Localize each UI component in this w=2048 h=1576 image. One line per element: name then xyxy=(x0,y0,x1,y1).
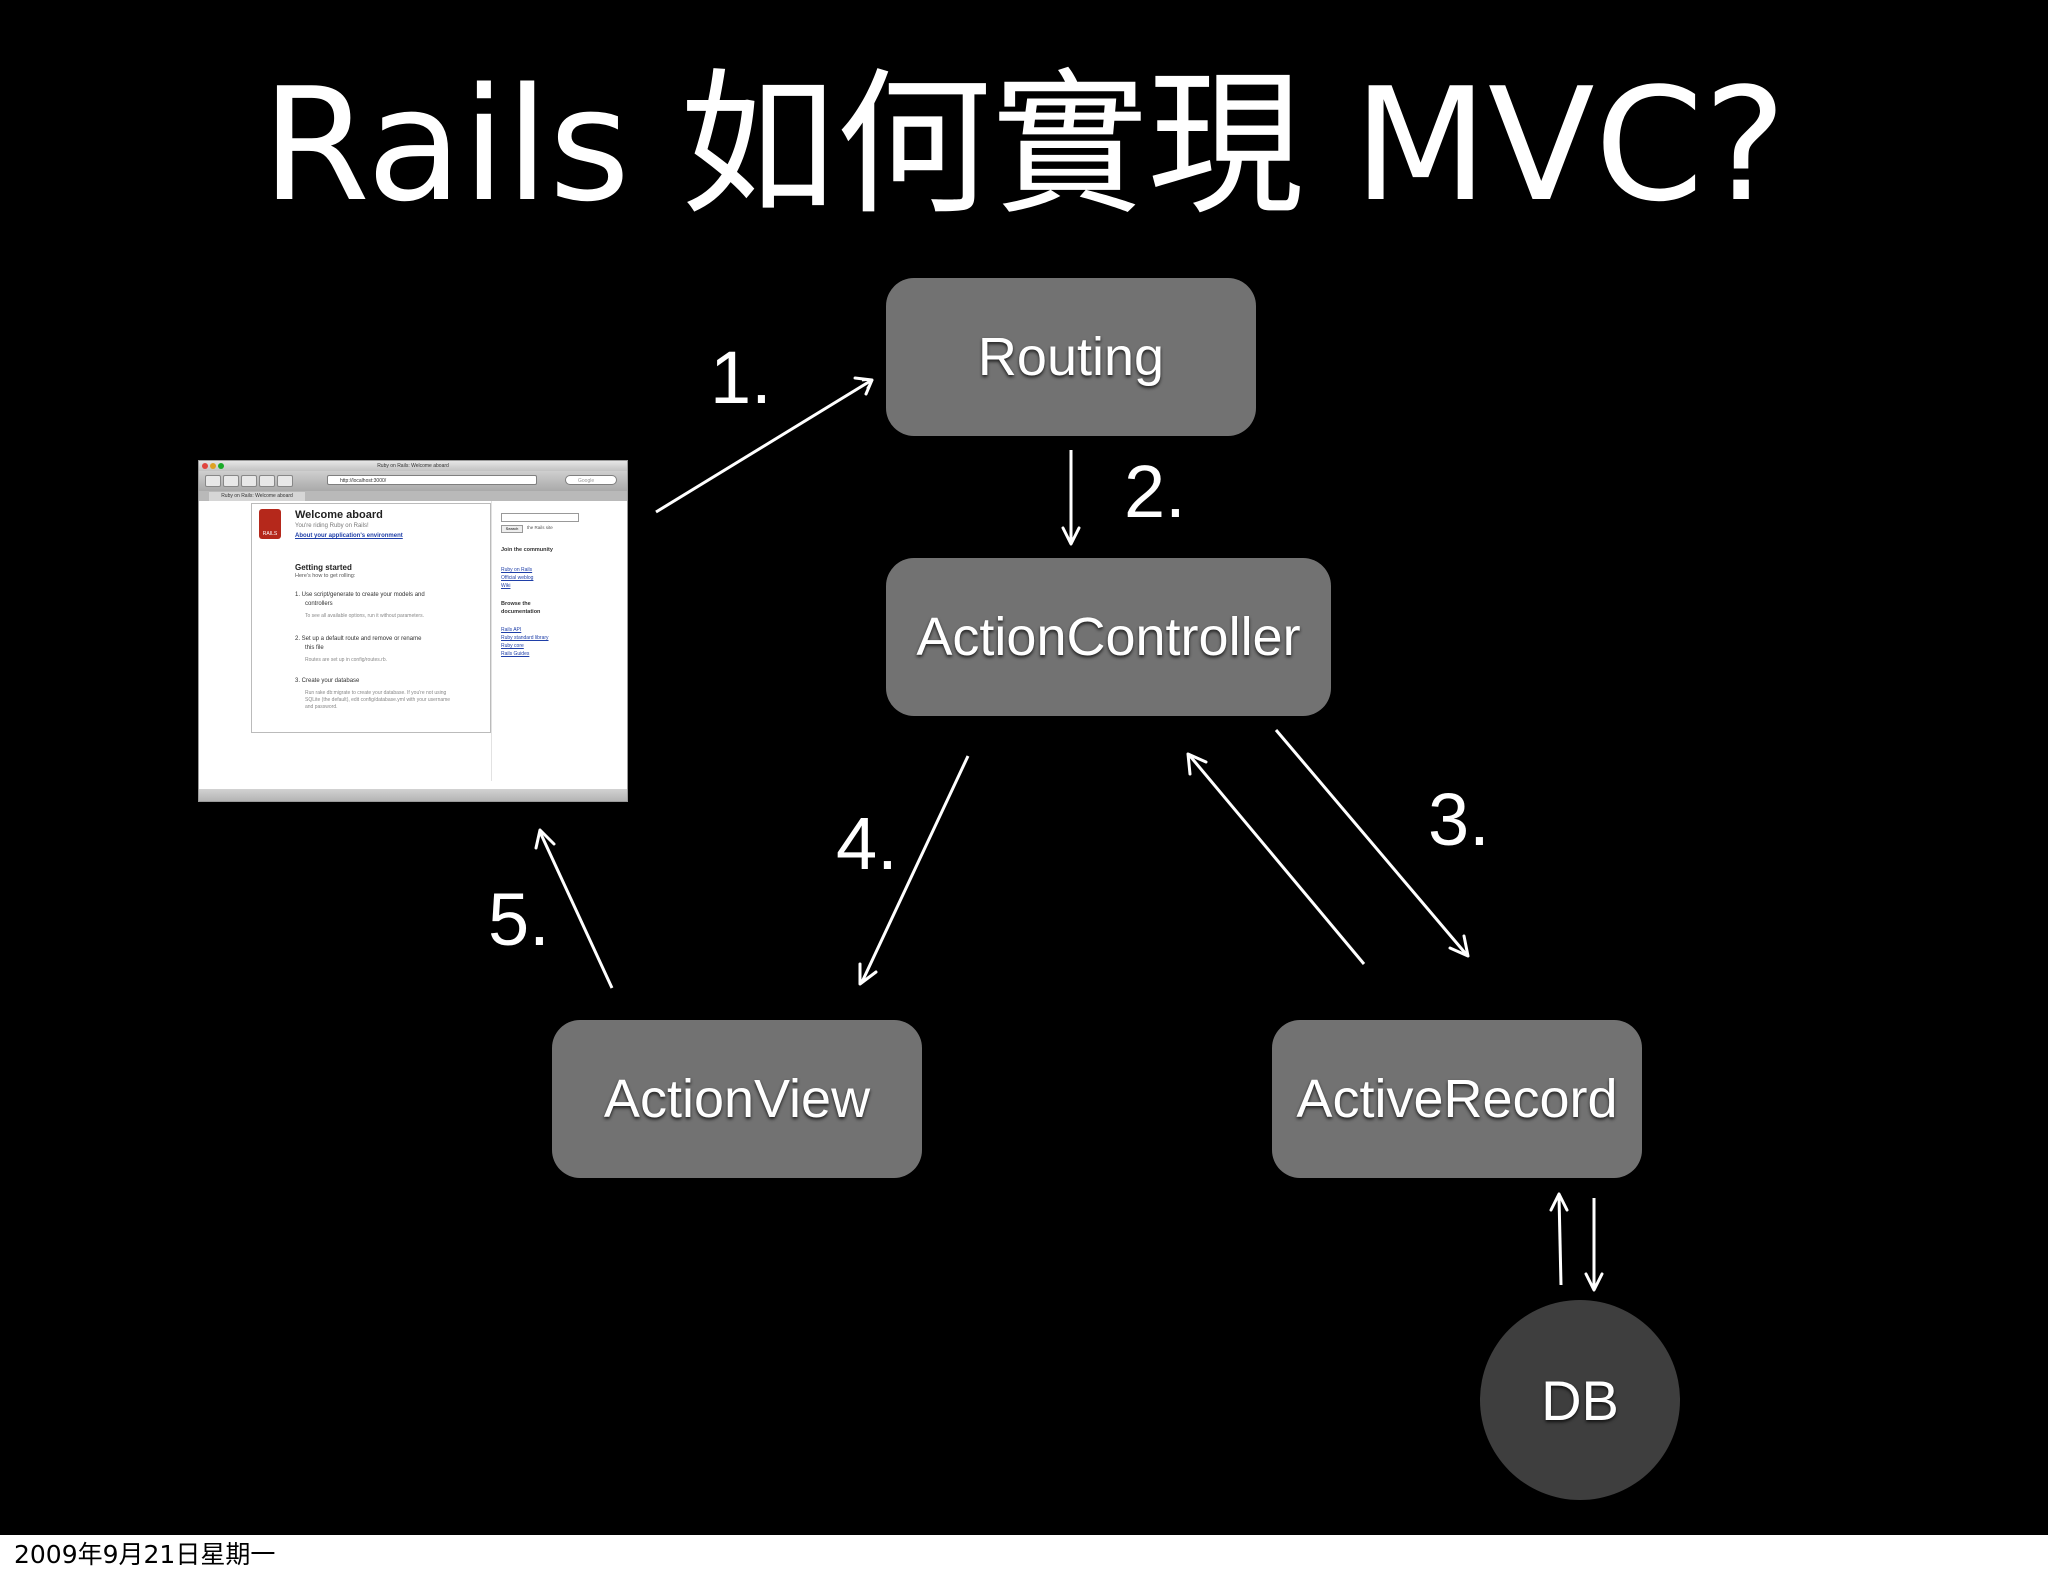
link-rails-guides: Rails Guides xyxy=(501,651,530,657)
browse-docs-heading-cont: documentation xyxy=(501,609,541,615)
browser-sidebar-divider xyxy=(491,501,492,781)
sidebar-search-input xyxy=(501,513,579,522)
arrow-controller-to-record xyxy=(1274,729,1468,955)
slide-canvas: Rails 如何實現 MVC? Ruby on Rails: Welcome a… xyxy=(0,0,2048,1535)
browse-docs-heading: Browse the xyxy=(501,601,531,607)
step1-title-cont: controllers xyxy=(305,601,333,607)
flow-arrows xyxy=(534,376,1604,1292)
arrow-browser-to-routing xyxy=(655,380,872,514)
link-rails-api: Rails API xyxy=(501,627,522,633)
step-label-3: 3. xyxy=(1428,778,1490,861)
link-ruby-stdlib: Ruby standard library xyxy=(501,635,549,641)
sidebar-search-button: Search xyxy=(501,525,523,533)
browser-tab: Ruby on Rails: Welcome aboard xyxy=(209,492,305,501)
action-view-label: ActionView xyxy=(603,1069,871,1129)
join-community-heading: Join the community xyxy=(501,547,553,553)
browser-titlebar xyxy=(199,461,627,471)
step3-detail-cont: SQLite (the default), edit config/databa… xyxy=(305,697,451,703)
step2-title-cont: this file xyxy=(305,645,324,651)
forward-button-icon xyxy=(223,475,239,487)
getting-started-heading: Getting started xyxy=(295,563,352,572)
browser-window-thumbnail: Ruby on Rails: Welcome aboard http://loc… xyxy=(198,460,628,802)
step-label-1: 1. xyxy=(710,336,772,419)
sidebar-search-label: the Rails site xyxy=(527,525,553,530)
bookmark-button-icon xyxy=(277,475,293,487)
arrowhead-view xyxy=(858,962,878,986)
arrow-controller-to-view xyxy=(860,755,970,983)
arrowhead-routing xyxy=(853,376,874,396)
arrowhead-controller-back xyxy=(1186,752,1208,776)
arrowhead-controller xyxy=(1061,526,1081,546)
browser-url-field: http://localhost:3000/ xyxy=(327,475,537,485)
browser-statusbar xyxy=(199,789,627,801)
minimize-dot-icon xyxy=(210,463,216,469)
browser-search-field: Google xyxy=(565,475,617,485)
step-label-2: 2. xyxy=(1124,450,1186,533)
reload-button-icon xyxy=(241,475,257,487)
welcome-heading: Welcome aboard xyxy=(295,509,383,521)
heres-how-text: Here's how to get rolling: xyxy=(295,573,356,579)
arrowhead-record-up xyxy=(1549,1192,1569,1212)
action-controller-label: ActionController xyxy=(916,607,1301,667)
link-ruby-core: Ruby core xyxy=(501,643,524,649)
step-label-5: 5. xyxy=(488,878,550,961)
routing-label: Routing xyxy=(977,327,1165,387)
step3-detail-cont2: and password. xyxy=(305,704,338,710)
link-official-weblog: Official weblog xyxy=(501,575,534,581)
action-controller-node: ActionController xyxy=(886,558,1331,716)
rails-logo-icon: RAILS xyxy=(259,509,281,539)
active-record-node: ActiveRecord xyxy=(1272,1020,1642,1178)
action-view-node: ActionView xyxy=(552,1020,922,1178)
step2-detail: Routes are set up in config/routes.rb. xyxy=(305,657,387,663)
db-node: DB xyxy=(1480,1300,1680,1500)
close-dot-icon xyxy=(202,463,208,469)
footer-date: 2009年9月21日星期一 xyxy=(14,1540,276,1569)
zoom-dot-icon xyxy=(218,463,224,469)
arrowhead-record xyxy=(1448,934,1470,958)
step3-title: 3. Create your database xyxy=(295,678,360,684)
active-record-label: ActiveRecord xyxy=(1296,1069,1618,1129)
arrow-record-to-controller xyxy=(1188,755,1366,965)
browser-window-title: Ruby on Rails: Welcome aboard xyxy=(377,463,449,469)
arrowhead-db xyxy=(1584,1272,1604,1292)
slide-title: Rails 如何實現 MVC? xyxy=(261,54,1787,236)
db-label: DB xyxy=(1541,1368,1619,1432)
riding-text: You're riding Ruby on Rails! xyxy=(295,523,369,529)
link-wiki: Wiki xyxy=(501,583,511,589)
about-link: About your application's environment xyxy=(295,533,403,539)
browser-tabbar xyxy=(199,491,627,501)
step2-title: 2. Set up a default route and remove or … xyxy=(295,636,422,642)
home-button-icon xyxy=(259,475,275,487)
step3-detail: Run rake db:migrate to create your datab… xyxy=(305,690,447,696)
arrow-db-to-record xyxy=(1557,1195,1563,1286)
step1-title: 1. Use script/generate to create your mo… xyxy=(295,592,425,598)
arrow-view-to-browser xyxy=(538,831,614,989)
step1-detail: To see all available options, run it wit… xyxy=(305,613,424,619)
back-button-icon xyxy=(205,475,221,487)
arrowhead-browser xyxy=(534,828,556,850)
routing-node: Routing xyxy=(886,278,1256,436)
link-ruby-on-rails: Ruby on Rails xyxy=(501,567,533,573)
step-label-4: 4. xyxy=(836,802,898,885)
welcome-panel xyxy=(251,503,491,733)
